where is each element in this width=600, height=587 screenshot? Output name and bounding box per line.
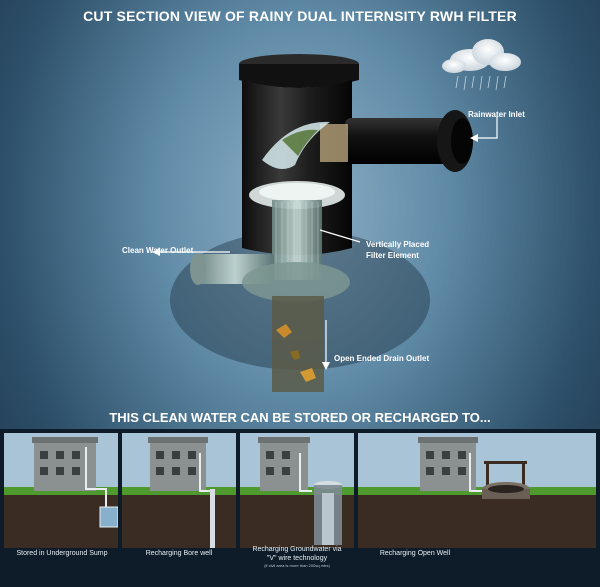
leaf-debris bbox=[282, 129, 318, 156]
caption-v-wire-fine-print: (if civil area is more than 200sq mtrs) bbox=[264, 563, 330, 568]
outlet-mouth bbox=[190, 253, 206, 285]
sump-tank bbox=[99, 506, 118, 528]
caption-bore-well: Recharging Bore well bbox=[145, 550, 213, 557]
drain-outlet-pipe bbox=[272, 296, 324, 392]
caption-v-wire-recharge: Recharging Groundwater via "V" wire tech… bbox=[227, 545, 367, 569]
inlet-flap bbox=[320, 124, 348, 162]
filter-element-label-line1: Vertically Placed bbox=[366, 240, 430, 249]
clean-water-outlet-label: Clean Water Outlet bbox=[122, 246, 194, 255]
bore-pipe bbox=[210, 489, 215, 548]
panel-underground-sump bbox=[4, 433, 118, 548]
page-title: CUT SECTION VIEW OF RAINY DUAL INTERNSIT… bbox=[83, 8, 517, 24]
panel-bore-well bbox=[122, 433, 236, 548]
caption-open-well: Recharging Open Well bbox=[379, 550, 451, 557]
filter-diagram bbox=[152, 39, 521, 392]
filter-element-pointer bbox=[319, 229, 361, 243]
inlet-arrow bbox=[478, 116, 498, 139]
caption-v-wire-line1: Recharging Groundwater via bbox=[252, 546, 342, 553]
panel-v-wire-recharge bbox=[240, 433, 354, 548]
usage-panels: Stored in Underground Sump Recharging Bo… bbox=[0, 429, 600, 587]
inlet-pipe bbox=[345, 118, 453, 164]
falling-leaf-3 bbox=[290, 350, 300, 360]
filter-cap-rim bbox=[239, 64, 359, 88]
falling-leaf-1 bbox=[276, 324, 292, 338]
rainwater-inlet-label: Rainwater Inlet bbox=[468, 110, 525, 119]
rain-cloud-icon bbox=[442, 39, 521, 91]
filter-element-label-line2: Filter Element bbox=[366, 251, 419, 260]
caption-v-wire-line2: "V" wire technology bbox=[266, 555, 328, 562]
caption-underground-sump: Stored in Underground Sump bbox=[16, 550, 108, 557]
drain-outlet-label: Open Ended Drain Outlet bbox=[334, 354, 430, 363]
falling-leaf-2 bbox=[300, 368, 316, 382]
section-subtitle: THIS CLEAN WATER CAN BE STORED OR RECHAR… bbox=[109, 410, 491, 425]
outlet-chamber bbox=[242, 262, 350, 302]
panel-open-well bbox=[358, 433, 596, 548]
